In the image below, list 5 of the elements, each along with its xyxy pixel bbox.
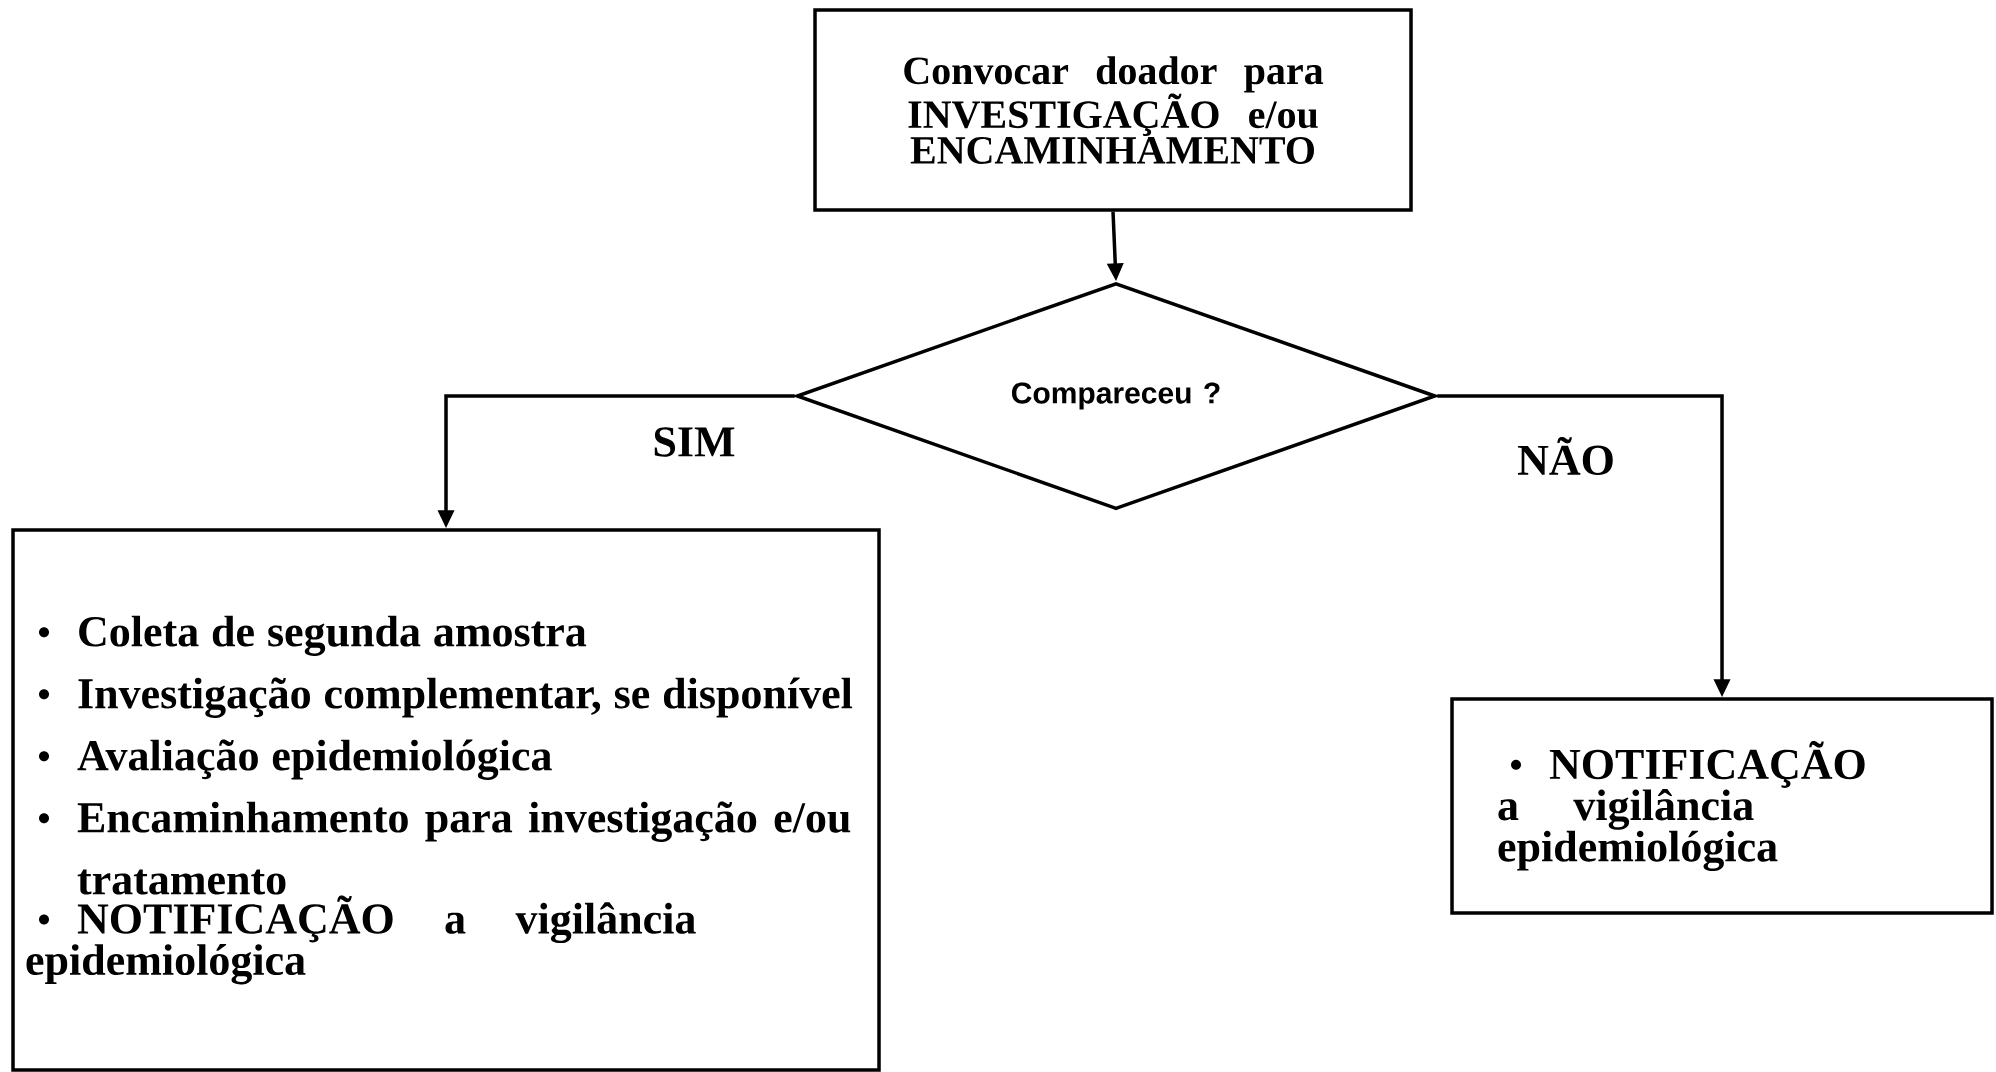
process-box: NOTIFICAÇÃO a vigilância epidemiológica (1450, 697, 1994, 915)
edge-label: SIM (650, 425, 738, 459)
process-box: Coleta de segunda amostra Investigação complementar, se disponível Avaliação epidemiológica Encaminhamento para investigação e/ou tratamento NOTIFICAÇÃO a vigilância epidemiológica (11, 528, 881, 1072)
process-box: Convocar doador para INVESTIGAÇÃO e/ou ENCAMINHAMENTO (813, 8, 1413, 212)
edge-label: NÃO (1515, 434, 1617, 478)
